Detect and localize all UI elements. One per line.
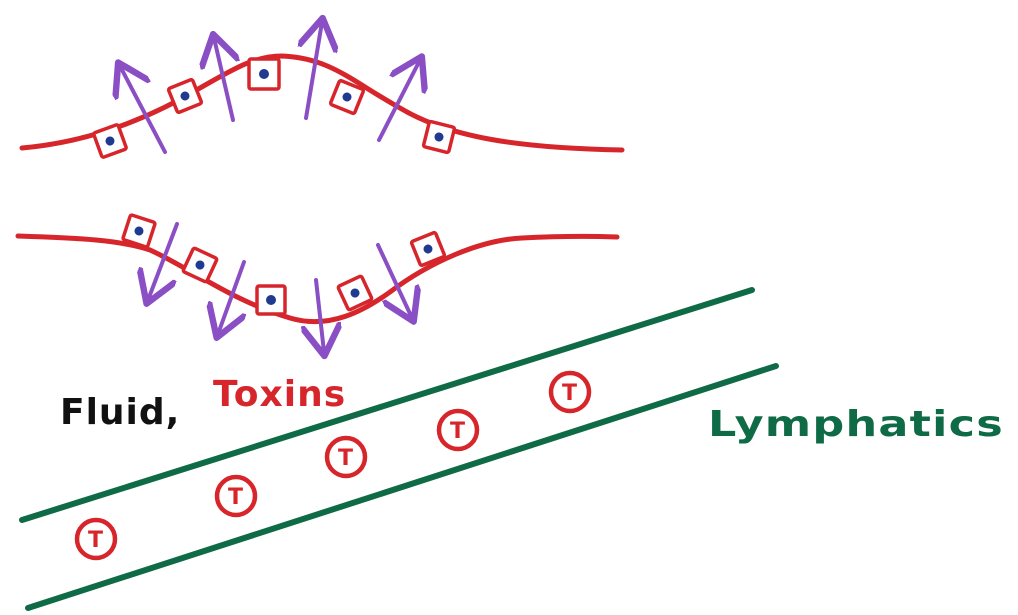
arrow-up [214, 38, 233, 122]
toxins-label: Toxins [213, 374, 346, 415]
cell [421, 119, 457, 155]
arrow-down [148, 222, 179, 300]
cell [409, 230, 447, 268]
lymph-vessel-lower-wall [25, 363, 779, 611]
toxin-marker-label: T [88, 528, 104, 553]
lower-membrane [15, 213, 620, 352]
upper-cells [92, 57, 457, 159]
arrow-down [218, 260, 244, 334]
toxin-marker: T [436, 408, 480, 452]
arrow-down [316, 278, 324, 352]
toxin-marker: T [324, 435, 368, 479]
toxin-marker: T [74, 517, 118, 561]
toxin-marker: T [548, 370, 592, 414]
toxin-marker-label: T [338, 446, 354, 471]
outflow-arrows [120, 22, 420, 154]
cell [336, 274, 374, 312]
lymphatic-vessel [19, 287, 779, 611]
toxin-marker: T [214, 474, 258, 518]
cell [121, 213, 157, 249]
cell [247, 57, 281, 91]
upper-membrane-line [19, 53, 625, 153]
arrow-down [376, 243, 412, 318]
lymph-vessel-upper-wall [19, 287, 755, 523]
toxin-marker-label: T [450, 419, 466, 444]
inflow-arrows [148, 222, 412, 352]
cell [92, 123, 128, 159]
lymphatics-label: Lymphatics [708, 404, 1004, 445]
lower-cells [121, 213, 447, 316]
toxin-marker-label: T [562, 381, 578, 406]
lower-membrane-line [15, 233, 620, 325]
cell [255, 284, 287, 316]
upper-membrane [19, 22, 625, 159]
arrow-up [306, 22, 322, 120]
cell [181, 246, 219, 284]
arrow-up [377, 60, 420, 142]
fluid-label: Fluid, [60, 392, 180, 433]
toxin-markers: T T T T T [74, 370, 592, 561]
arrow-up [120, 66, 167, 154]
cell [328, 78, 366, 116]
cell [166, 77, 204, 115]
toxin-marker-label: T [228, 485, 244, 510]
